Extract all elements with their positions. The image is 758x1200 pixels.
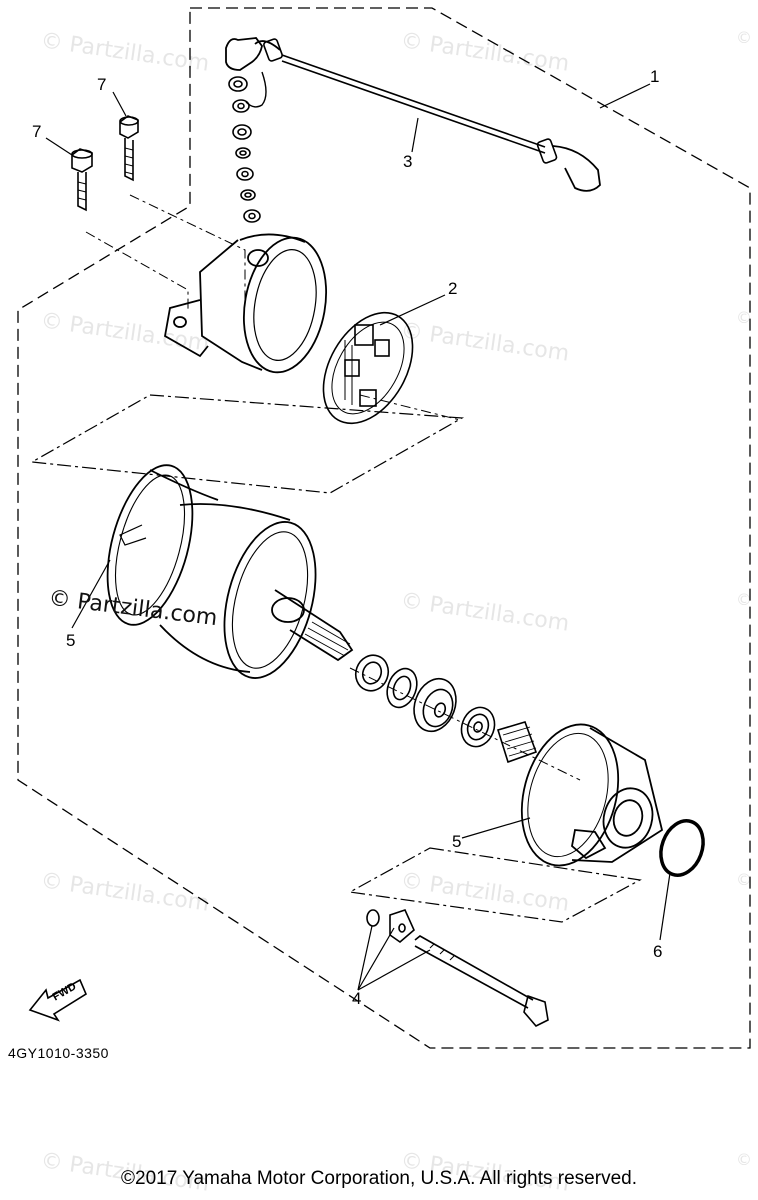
callout-3: 3 bbox=[403, 152, 413, 171]
kit-parts bbox=[366, 909, 549, 1027]
assembly-boundary bbox=[17, 7, 751, 1049]
callout-7-lower: 7 bbox=[32, 122, 42, 141]
leader-lines bbox=[45, 83, 671, 991]
bolt-lower bbox=[71, 148, 93, 212]
lead-wire bbox=[225, 37, 601, 192]
callout-1: 1 bbox=[650, 67, 660, 86]
callout-5-left: 5 bbox=[66, 631, 76, 650]
fwd-arrow-icon bbox=[28, 978, 88, 1022]
rear-cover bbox=[520, 723, 664, 867]
watermark-corner-mark: © bbox=[736, 28, 752, 47]
callout-7-upper: 7 bbox=[97, 75, 107, 94]
washer-stack bbox=[228, 76, 261, 223]
alignment-frame-upper bbox=[30, 394, 465, 494]
shaft-centerline bbox=[349, 667, 581, 781]
watermark-corner-mark: © bbox=[736, 1150, 752, 1169]
bolt-alignment-line bbox=[129, 194, 246, 300]
bolt-upper bbox=[119, 115, 139, 182]
copyright-footer: ©2017 Yamaha Motor Corporation, U.S.A. A… bbox=[121, 1168, 637, 1189]
shaft-washers bbox=[354, 654, 538, 764]
watermark-corner-mark: © bbox=[736, 590, 752, 609]
diagram-code: 4GY1010-3350 bbox=[8, 1045, 109, 1061]
bolt-alignment-line bbox=[85, 231, 189, 312]
alignment-frame-lower bbox=[348, 847, 642, 923]
o-ring bbox=[659, 819, 705, 877]
callout-2: 2 bbox=[448, 279, 458, 298]
watermark-corner-mark: © bbox=[736, 870, 752, 889]
yoke-body bbox=[106, 464, 354, 679]
callout-4: 4 bbox=[352, 989, 362, 1008]
brush-alignment-line bbox=[359, 394, 461, 421]
callout-5-right: 5 bbox=[452, 832, 462, 851]
front-cover bbox=[164, 233, 328, 374]
watermark-corner-mark: © bbox=[736, 308, 752, 327]
callout-6: 6 bbox=[653, 942, 663, 961]
